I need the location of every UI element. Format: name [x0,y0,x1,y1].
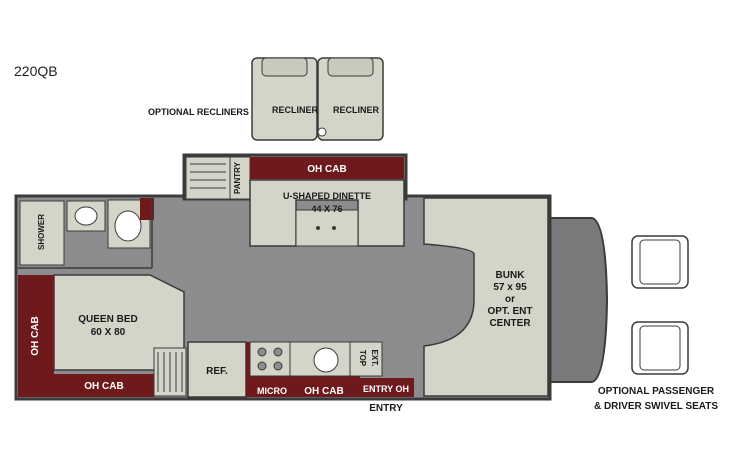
ref-label: REF. [206,366,228,377]
swivel-seats-label-2: & DRIVER SWIVEL SEATS [594,401,718,412]
oh-cab-top-label: OH CAB [307,164,346,175]
bunk [423,197,549,397]
entry-oh-label: ENTRY OH [363,384,409,394]
oh-cab-left-label: OH CAB [30,316,41,355]
bunk-label-3: or [505,294,515,305]
passenger-seat-icon [631,235,689,289]
u-shaped-dinette [249,179,405,247]
oh-cab-bottom-left-label: OH CAB [84,381,123,392]
stove-icon [249,341,291,377]
queen-bed [53,274,185,371]
cab-front [547,217,609,383]
oh-cab-bottom-left [54,374,154,397]
dinette-table [295,209,359,247]
queen-bed-size: 60 X 80 [91,327,126,338]
shower [19,200,65,266]
top-ext-label-2: EXT. [370,350,379,367]
driver-seat-icon [631,321,689,375]
refrigerator [187,341,247,398]
bath-cabinet [140,198,154,220]
model-label: 220QB [14,63,58,79]
top-ext-cabinet [349,341,383,377]
dinette-size: 44 X 76 [311,204,342,214]
swivel-seats-label-1: OPTIONAL PASSENGER [598,386,715,397]
sink-icon [74,206,98,226]
entry-label[interactable]: ENTRY [369,403,403,414]
oh-cab-left [18,275,54,397]
shower-label: SHOWER [37,214,46,250]
toilet-icon [114,210,142,242]
bunk-label-1: BUNK [496,270,526,281]
queen-bed-label: QUEEN BED [78,314,137,325]
bunk-label-2: 57 x 95 [493,282,527,293]
kitchen-sink-icon [313,347,339,373]
optional-recliners-label: OPTIONAL RECLINERS [148,107,249,117]
optional-recliners: RECLINER RECLINER [251,57,384,141]
micro-label: MICRO [257,386,287,396]
bunk-label-5: CENTER [489,318,531,329]
oh-cab-bottom-label: OH CAB [304,386,343,397]
oh-cab-top [250,157,404,179]
recliner-right-label: RECLINER [333,105,380,115]
bunk-label-4: OPT. ENT [487,306,532,317]
dinette-label: U-SHAPED DINETTE [283,191,371,201]
slide-closet [185,156,231,200]
top-ext-label-1: TOP [358,350,367,367]
pantry-label: PANTRY [233,161,242,194]
entry-oh-cabinet [360,378,414,397]
recliner-left-label: RECLINER [272,105,319,115]
